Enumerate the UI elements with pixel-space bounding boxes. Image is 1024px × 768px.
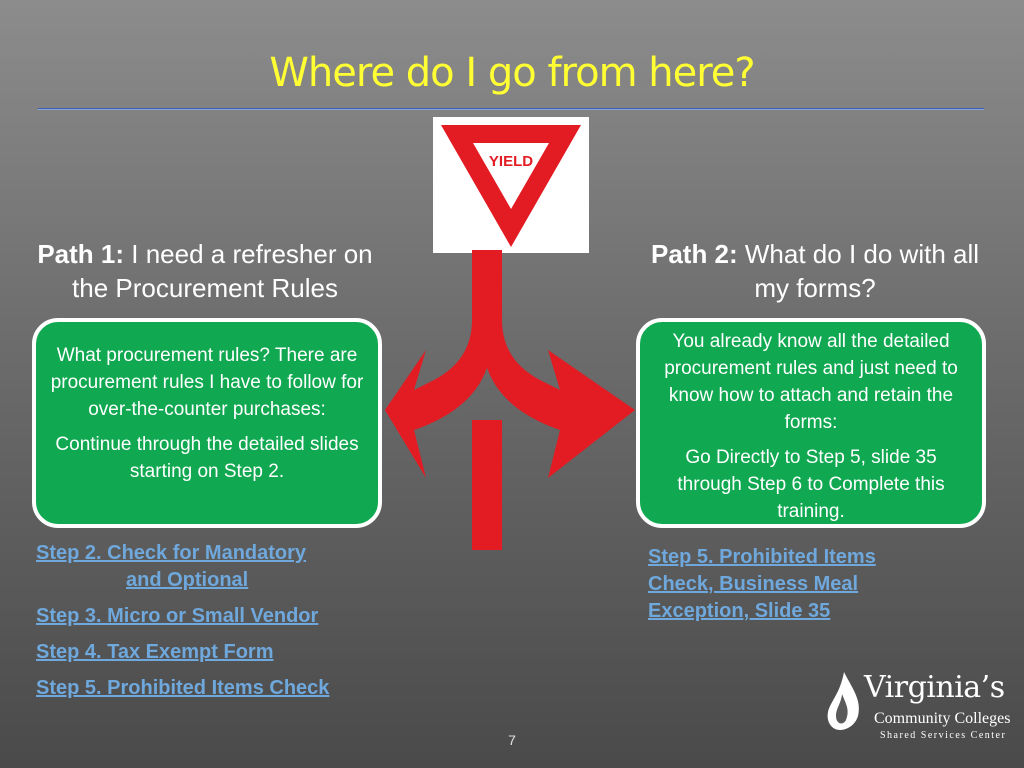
link-step2[interactable]: Step 2. Check for Mandatory and Optional (36, 540, 396, 594)
link-step5-slide35[interactable]: Step 5. Prohibited Items Check, Business… (648, 544, 948, 625)
link-step3[interactable]: Step 3. Micro or Small Vendor (36, 605, 319, 627)
path2-info-box: You already know all the detailed procur… (636, 318, 986, 528)
path2-step-links: Step 5. Prohibited Items Check, Business… (648, 544, 948, 625)
title-divider (38, 108, 984, 110)
path1-info-para1: What procurement rules? There are procur… (50, 345, 364, 420)
yield-sign-icon: YIELD (441, 125, 581, 247)
flame-icon (827, 672, 859, 730)
path1-heading: Path 1: I need a refresher on the Procur… (30, 237, 380, 305)
page-number: 7 (508, 732, 516, 748)
path2-heading-text: What do I do with all my forms? (737, 239, 980, 303)
path1-info-para2: Continue through the detailed slides sta… (55, 434, 359, 482)
yield-sign-text: YIELD (489, 153, 533, 170)
split-arrow (380, 250, 640, 555)
path2-info-para2: Go Directly to Step 5, slide 35 through … (677, 447, 945, 522)
path1-info-box: What procurement rules? There are procur… (32, 318, 382, 528)
path1-heading-bold: Path 1: (37, 239, 125, 269)
split-arrow-icon (385, 250, 635, 550)
path2-heading-bold: Path 2: (650, 239, 738, 269)
path1-heading-text: I need a refresher on the Procurement Ru… (72, 239, 373, 303)
path1-step-links: Step 2. Check for Mandatory and Optional… (36, 540, 396, 711)
vccs-logo: Virginia’s Community Colleges Shared Ser… (826, 670, 1016, 744)
path2-heading: Path 2: What do I do with all my forms? (640, 237, 990, 305)
link-step5-slide35-line2: Check, Business Meal (648, 573, 859, 595)
link-step4[interactable]: Step 4. Tax Exempt Form (36, 641, 274, 663)
link-step2-line2: and Optional (126, 569, 249, 591)
link-step5-slide35-line1: Step 5. Prohibited Items (648, 546, 876, 568)
link-step2-line1: Step 2. Check for Mandatory (36, 542, 307, 564)
logo-subtitle: Community Colleges (874, 710, 1011, 727)
logo-name: Virginia’s (864, 670, 1005, 705)
slide-title: Where do I go from here? (269, 50, 755, 96)
link-step5[interactable]: Step 5. Prohibited Items Check (36, 677, 330, 699)
yield-sign-image: YIELD (433, 117, 589, 253)
logo-subtitle-small: Shared Services Center (880, 730, 1007, 741)
path2-info-para1: You already know all the detailed procur… (664, 331, 958, 433)
link-step5-slide35-line3: Exception, Slide 35 (648, 600, 831, 622)
